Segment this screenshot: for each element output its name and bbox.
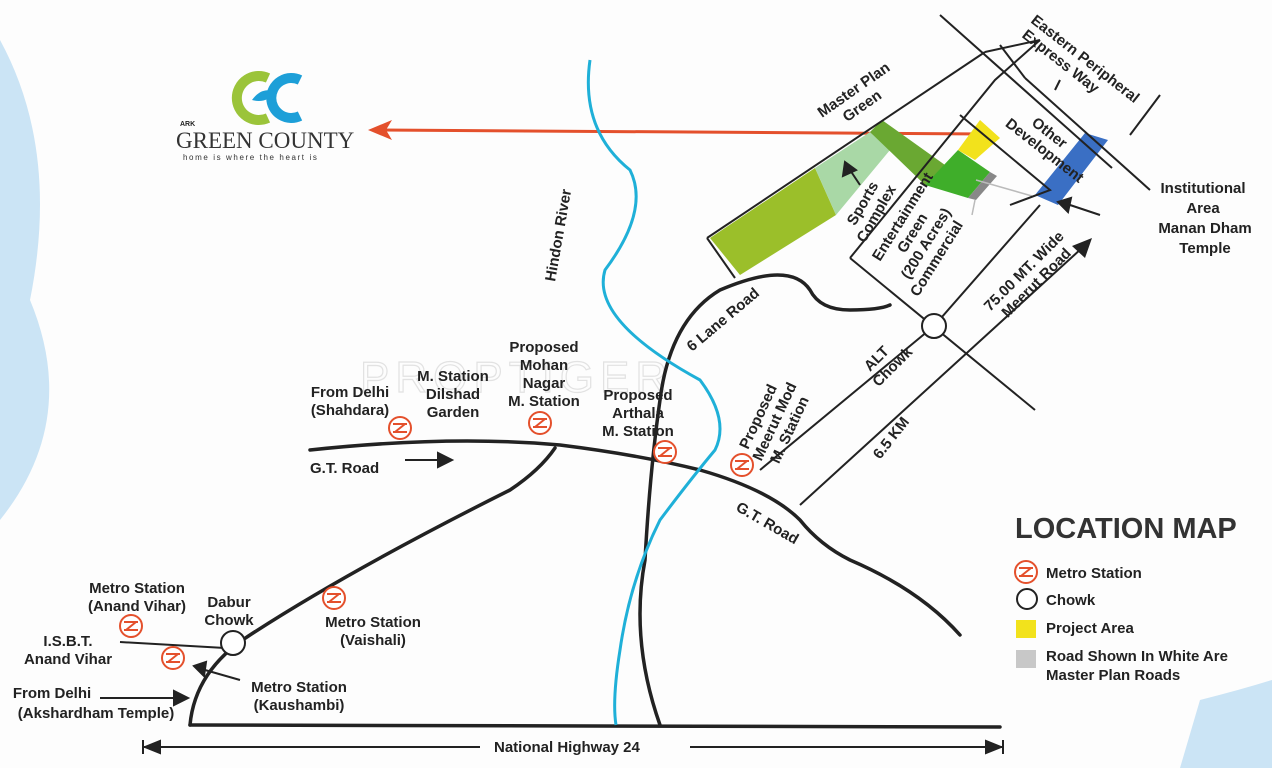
legend-road-swatch	[1016, 650, 1036, 668]
svg-text:Project Area: Project Area	[1046, 620, 1134, 637]
hindon-river	[586, 59, 722, 726]
metro-station-icon	[322, 586, 346, 610]
label-arrows	[100, 160, 1101, 755]
metro-station-icon	[730, 453, 754, 477]
alt-chowk-icon	[921, 313, 947, 339]
legend-chowk-icon	[1016, 588, 1038, 610]
svg-text:From Delhi(Akshardham Temple): From Delhi(Akshardham Temple)	[13, 685, 174, 722]
metro-station-icon	[1014, 560, 1038, 584]
svg-text:GREEN COUNTY: GREEN COUNTY	[176, 128, 355, 153]
metro-station-icon	[528, 411, 552, 435]
svg-text:Hindon River: Hindon River	[542, 188, 575, 283]
legend: LOCATION MAP Metro Station Chowk Project…	[1014, 513, 1237, 684]
svg-text:6 Lane Road: 6 Lane Road	[684, 285, 763, 355]
dabur-chowk-icon	[220, 630, 246, 656]
svg-text:Chowk: Chowk	[1046, 592, 1096, 609]
svg-text:G.T. Road: G.T. Road	[733, 499, 801, 548]
metro-station-icon	[161, 646, 185, 670]
svg-text:I.S.B.T.Anand Vihar: I.S.B.T.Anand Vihar	[24, 633, 112, 668]
svg-text:ARK: ARK	[180, 121, 195, 128]
metro-station-icon	[119, 614, 143, 638]
svg-text:75.00 MT. WideMeerut Road: 75.00 MT. WideMeerut Road	[981, 228, 1080, 327]
svg-text:Eastern PeripheralExpress Way: Eastern PeripheralExpress Way	[1017, 12, 1142, 120]
green-county-logo: ARK GREEN COUNTY home is where the heart…	[176, 71, 355, 162]
legend-metro-station-icon	[1014, 560, 1038, 584]
svg-text:home is where the heart is: home is where the heart is	[183, 153, 318, 162]
legend-title: LOCATION MAP	[1015, 513, 1237, 545]
svg-text:Metro Station: Metro Station	[1046, 565, 1142, 582]
watermark: PROPTIGER	[360, 353, 673, 402]
legend-project-area-swatch	[1016, 620, 1036, 638]
svg-text:Master PlanGreen: Master PlanGreen	[815, 59, 904, 136]
metro-station-icon	[653, 440, 677, 464]
svg-text:G.T. Road: G.T. Road	[310, 460, 379, 477]
svg-text:National Highway 24: National Highway 24	[494, 739, 641, 756]
svg-text:Master Plan Roads: Master Plan Roads	[1046, 667, 1180, 684]
svg-text:Metro Station(Anand Vihar): Metro Station(Anand Vihar)	[88, 580, 186, 615]
project-area	[958, 120, 1000, 160]
svg-text:From Delhi(Shahdara): From Delhi(Shahdara)	[311, 384, 389, 419]
institutional-area	[1035, 133, 1108, 205]
svg-text:Metro Station(Kaushambi): Metro Station(Kaushambi)	[251, 679, 347, 714]
svg-text:Metro Station(Vaishali): Metro Station(Vaishali)	[325, 614, 421, 649]
metro-station-icon	[388, 416, 412, 440]
metro-stations	[119, 411, 754, 670]
master-plan-zones	[710, 120, 1108, 275]
svg-text:Road Shown In White Are: Road Shown In White Are	[1046, 648, 1228, 665]
decorative-brush	[0, 40, 1272, 768]
